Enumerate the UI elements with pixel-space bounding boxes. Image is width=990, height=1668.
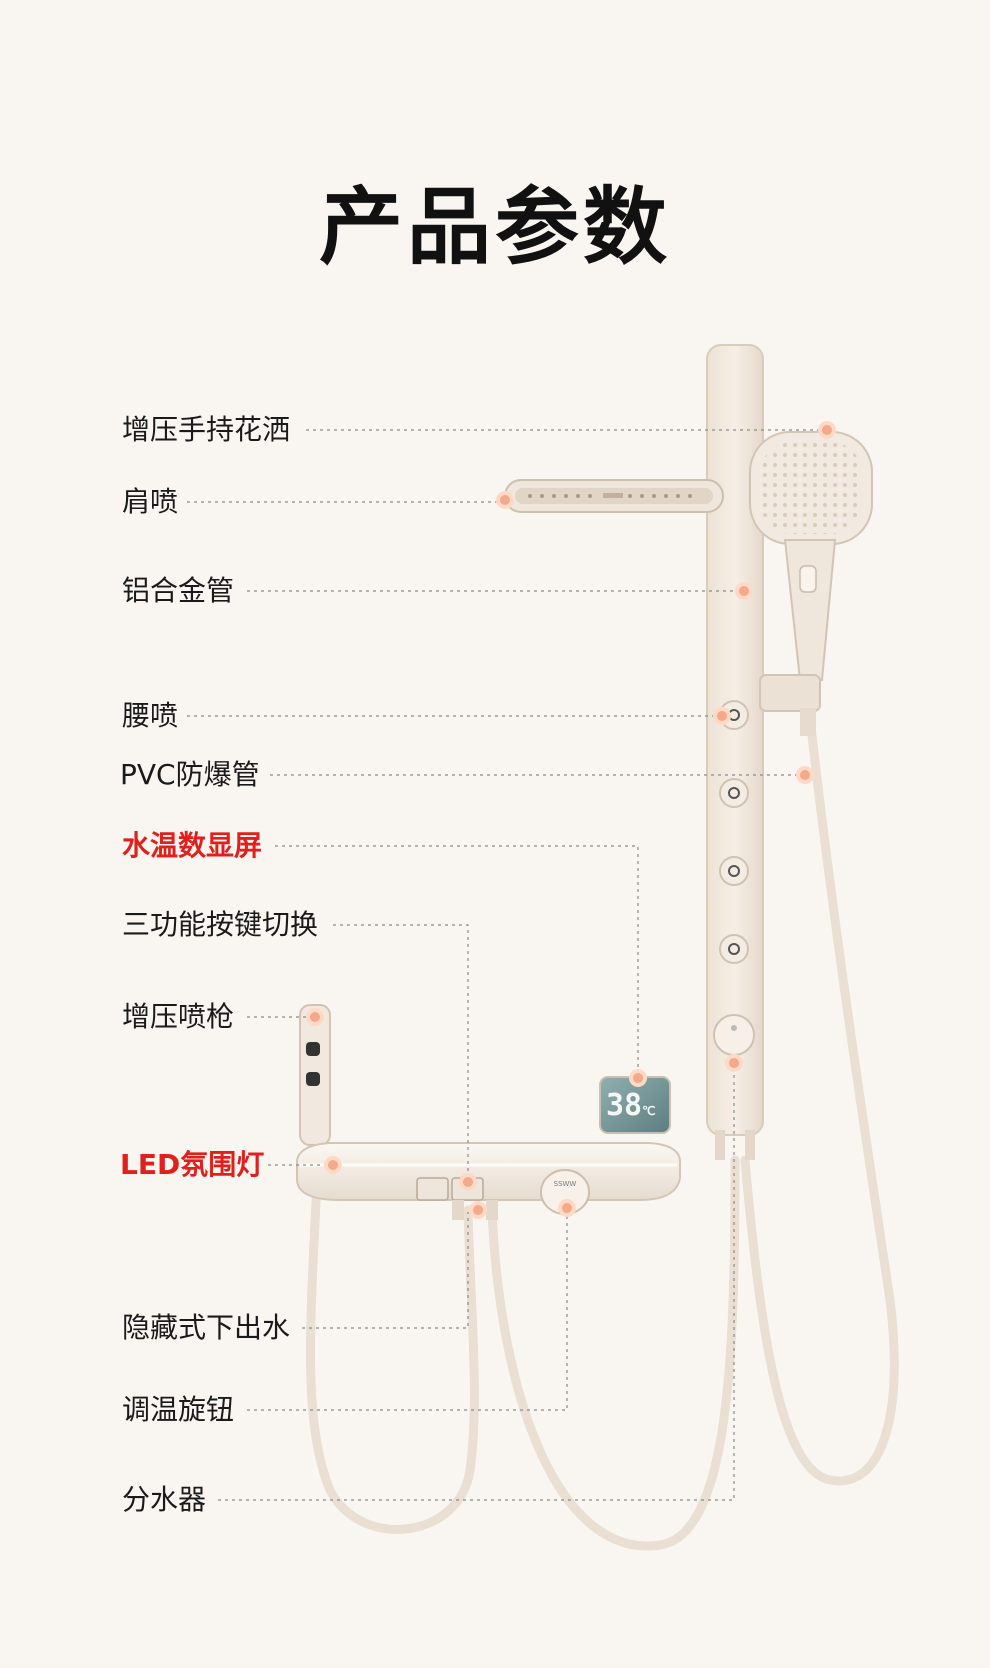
label-booster-spray-gun: 增压喷枪 — [122, 1000, 235, 1033]
gun-hose — [306, 1155, 479, 1534]
hotspot-dots — [306, 421, 836, 1219]
hotspot-pvc — [796, 766, 814, 784]
page-title: 产品参数 — [318, 178, 671, 276]
display-temperature-readout: 38℃ — [606, 1086, 668, 1126]
label-led-ambient-light: LED氛围灯 — [120, 1148, 265, 1181]
label-hidden-bottom-outlet: 隐藏式下出水 — [122, 1311, 291, 1344]
lower-hose — [487, 1155, 740, 1551]
main-pole — [706, 344, 764, 1160]
hotspot-gun — [306, 1008, 324, 1026]
mixer-shelf — [296, 1142, 681, 1220]
label-booster-handheld-shower: 增压手持花洒 — [122, 413, 291, 446]
label-waist-spray: 腰喷 — [122, 699, 179, 732]
label-shoulder-spray: 肩喷 — [122, 485, 179, 518]
label-three-function-button-switch: 三功能按键切换 — [122, 908, 319, 941]
shoulder-spray-bar — [504, 479, 724, 513]
hotspot-handheld — [818, 421, 836, 439]
leader-lines — [187, 429, 827, 1501]
label-water-temp-display: 水温数显屏 — [122, 829, 263, 862]
hotspot-buttons — [459, 1173, 477, 1191]
hotspot-outlet — [469, 1201, 487, 1219]
hotspot-shoulder — [496, 491, 514, 509]
mixer-badge: SSWW — [553, 1180, 577, 1188]
waist-spray-jets — [713, 700, 755, 1056]
hotspot-pipe — [735, 582, 753, 600]
display-unit: ℃ — [642, 1104, 656, 1118]
hotspot-led — [324, 1156, 342, 1174]
hotspot-waist — [713, 707, 731, 725]
label-aluminum-alloy-pipe: 铝合金管 — [122, 574, 235, 607]
handheld-hose — [740, 695, 899, 1486]
handheld-shower — [749, 431, 873, 736]
hotspot-knob — [558, 1199, 576, 1217]
label-temperature-knob: 调温旋钮 — [122, 1393, 235, 1426]
label-pvc-explosion-proof-hose: PVC防爆管 — [120, 758, 260, 791]
hoses — [306, 695, 899, 1551]
hotspot-diverter — [725, 1054, 743, 1072]
hotspot-display — [629, 1069, 647, 1087]
label-water-diverter: 分水器 — [122, 1483, 207, 1516]
display-temperature: 38 — [606, 1088, 643, 1123]
